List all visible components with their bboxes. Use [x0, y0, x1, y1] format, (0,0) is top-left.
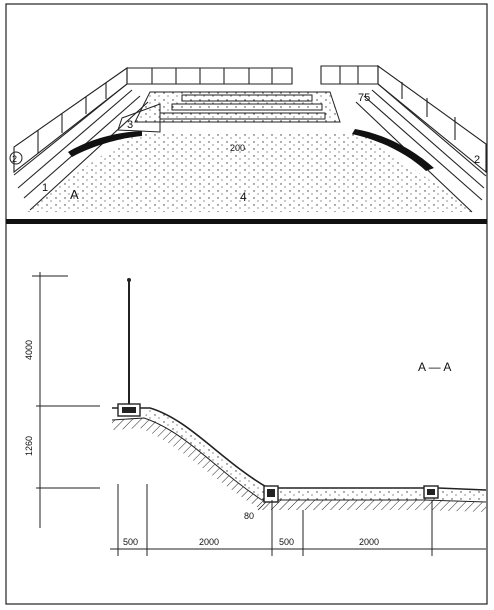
left-curve-edge — [68, 131, 142, 157]
sheet-border — [5, 3, 488, 605]
section-divider — [6, 219, 487, 224]
dim-2000-a: 2000 — [199, 537, 219, 547]
pool-floor — [22, 132, 476, 212]
left-wall — [13, 66, 149, 211]
dim-500-b: 500 — [279, 537, 294, 547]
label-a: A — [70, 187, 79, 202]
horizontal-dimension — [110, 484, 486, 556]
dim-4000: 4000 — [24, 340, 34, 360]
label-1: 1 — [42, 182, 48, 194]
label-2-circled: 2 — [12, 154, 17, 164]
back-wall — [126, 65, 379, 85]
label-3: 3 — [127, 119, 133, 131]
dim-80: 80 — [244, 511, 254, 521]
vertical-dimension — [32, 272, 100, 528]
section-title: A — A — [418, 360, 451, 374]
right-curve-edge — [352, 129, 434, 171]
label-2: 2 — [474, 154, 480, 166]
dim-500-a: 500 — [123, 537, 138, 547]
central-slabs — [117, 91, 341, 133]
dim-2000-b: 2000 — [359, 537, 379, 547]
label-75: 75 — [358, 92, 370, 104]
soil-hatch — [112, 418, 486, 512]
label-200: 200 — [230, 143, 245, 153]
label-4: 4 — [240, 190, 247, 204]
dim-1260: 1260 — [24, 436, 34, 456]
perspective-view: 1 A 3 4 200 75 2 2 — [9, 64, 487, 213]
slab-fill — [144, 408, 486, 502]
section-view: 4000 1260 500 2000 500 2000 80 A — A — [24, 272, 487, 556]
circled-marker — [9, 151, 23, 165]
